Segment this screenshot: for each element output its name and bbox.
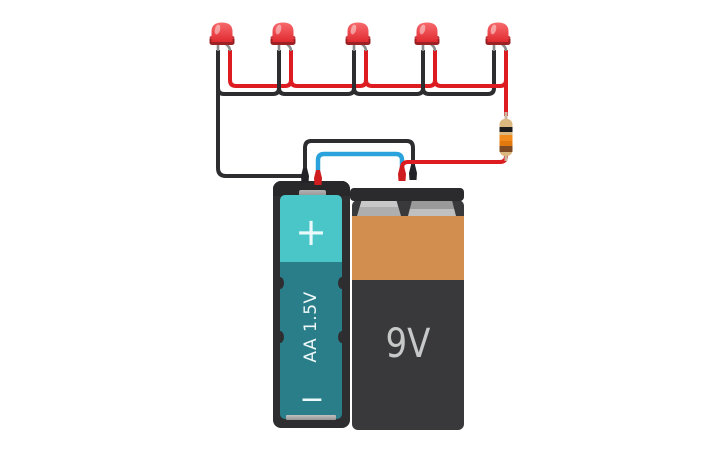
battery-9v-label: 9V bbox=[385, 321, 431, 367]
wire-aa-positive-to-9v-positive[interactable] bbox=[315, 151, 405, 171]
aa-minus-symbol: − bbox=[299, 382, 325, 417]
led-highlight bbox=[419, 24, 426, 35]
aa-negative-connector[interactable] bbox=[301, 168, 309, 183]
led-bulb bbox=[272, 22, 294, 42]
wire-aa-negative-to-9v-negative[interactable] bbox=[303, 139, 415, 169]
aa-holder-top-bar bbox=[273, 181, 350, 196]
led-1[interactable] bbox=[209, 22, 235, 52]
resistor-band-black bbox=[499, 127, 513, 132]
battery-9v-negative-terminal[interactable] bbox=[408, 201, 456, 216]
nine-v-negative-connector[interactable] bbox=[409, 165, 417, 180]
resistor-band-orange2 bbox=[499, 141, 513, 146]
battery-9v[interactable]: 9V bbox=[350, 188, 464, 430]
battery-9v-orange-band bbox=[352, 216, 464, 280]
led-highlight bbox=[275, 24, 282, 35]
nine-v-positive-connector[interactable] bbox=[398, 166, 406, 181]
led-bulb bbox=[347, 22, 369, 42]
holder-clip-notch bbox=[338, 331, 346, 343]
led-5[interactable] bbox=[485, 22, 511, 52]
resistor-band-brown bbox=[499, 146, 513, 152]
battery-9v-positive-terminal[interactable] bbox=[357, 201, 401, 216]
led-highlight bbox=[214, 24, 221, 35]
aa-plus-symbol: + bbox=[295, 210, 327, 254]
battery-9v-top-cap bbox=[350, 188, 464, 201]
holder-clip-notch bbox=[338, 277, 346, 289]
led-highlight bbox=[490, 24, 497, 35]
led-bulb bbox=[211, 22, 233, 42]
resistor-band-orange bbox=[499, 135, 513, 141]
aa-positive-connector[interactable] bbox=[314, 170, 322, 185]
aa-cell-positive-section bbox=[280, 195, 342, 262]
wire-9v-positive-to-resistor[interactable] bbox=[400, 154, 508, 169]
led-bulb bbox=[487, 22, 509, 42]
led-3[interactable] bbox=[345, 22, 371, 52]
aa-battery-holder[interactable]: + AA 1.5V − bbox=[273, 181, 350, 428]
aa-negative-end-plate bbox=[286, 415, 336, 420]
resistor[interactable] bbox=[499, 112, 513, 161]
holder-clip-notch bbox=[276, 331, 284, 343]
aa-battery-cell[interactable]: + AA 1.5V − bbox=[276, 195, 346, 420]
led-bulb bbox=[416, 22, 438, 42]
aa-positive-terminal-nub[interactable] bbox=[299, 190, 326, 198]
led-2[interactable] bbox=[270, 22, 296, 52]
led-4[interactable] bbox=[414, 22, 440, 52]
wire-led1-to-aa-negative[interactable] bbox=[216, 50, 306, 178]
aa-cell-body-section bbox=[280, 262, 342, 419]
wire-anode-bus-segment[interactable] bbox=[228, 50, 293, 88]
holder-clip-notch bbox=[276, 277, 284, 289]
led-highlight bbox=[350, 24, 357, 35]
wire-cathode-bus-segment[interactable] bbox=[421, 50, 496, 96]
